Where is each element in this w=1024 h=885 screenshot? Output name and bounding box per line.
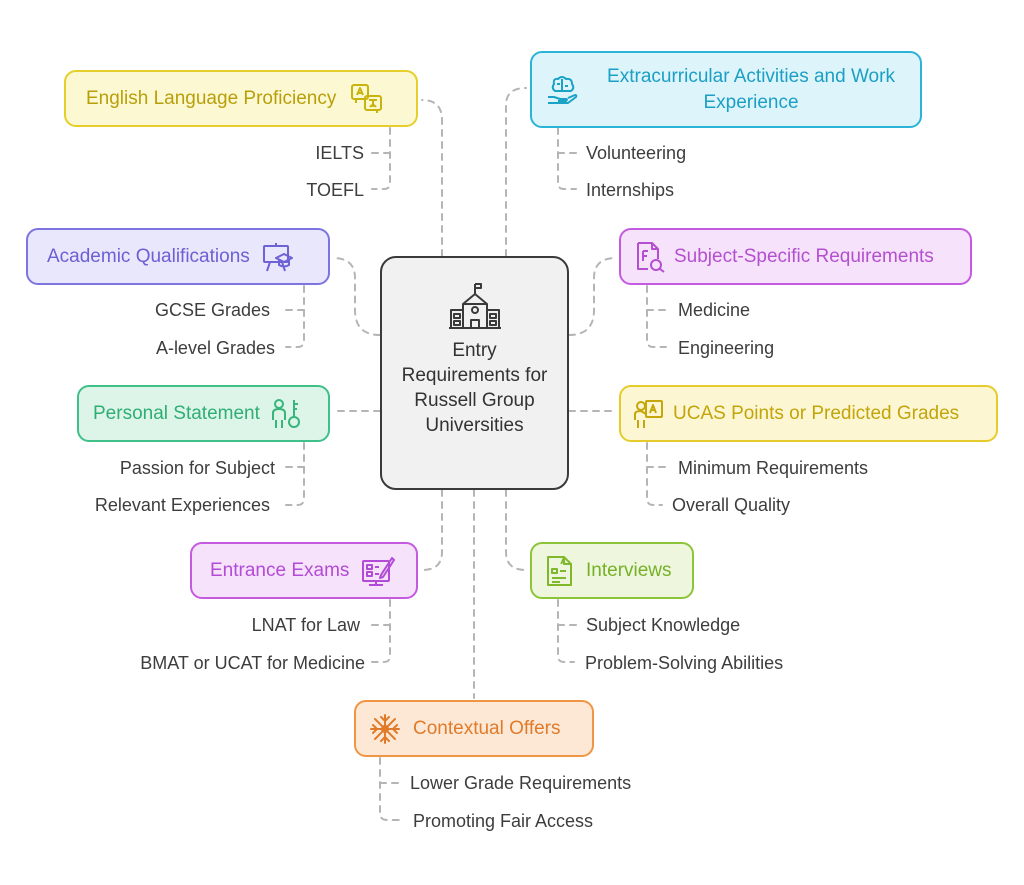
category-ucas-points: UCAS Points or Predicted Grades [619, 385, 998, 442]
list-item: Volunteering [586, 143, 687, 163]
center-node: Entry Requirements for Russell Group Uni… [380, 256, 569, 490]
list-item: Subject Knowledge [586, 615, 741, 635]
student-grade-icon [632, 398, 664, 430]
list-item: Overall Quality [672, 495, 791, 515]
list-item: Lower Grade Requirements [410, 773, 632, 793]
list-item: Passion for Subject [119, 458, 275, 478]
list-item: GCSE Grades [154, 300, 270, 320]
list-item: Promoting Fair Access [413, 811, 594, 831]
category-subject-specific-requirements: Subject-Specific Requirements [619, 228, 972, 285]
category-label: UCAS Points or Predicted Grades [673, 402, 960, 424]
document-search-icon [634, 241, 666, 273]
category-english-language-proficiency: English Language Proficiency [64, 70, 418, 127]
list-item: Engineering [678, 338, 775, 358]
category-contextual-offers: Contextual Offers [354, 700, 594, 757]
list-item: A-level Grades [155, 338, 275, 358]
category-label: Extracurricular Activities and Work Expe… [607, 65, 895, 113]
list-item: BMAT or UCAT for Medicine [140, 653, 365, 673]
category-label: Subject-Specific Requirements [674, 245, 934, 267]
list-item: Minimum Requirements [678, 458, 869, 478]
category-label: Personal Statement [93, 402, 260, 424]
list-item: LNAT for Law [251, 615, 360, 635]
category-label: Interviews [586, 559, 672, 581]
exam-screen-icon [361, 555, 396, 587]
category-entrance-exams: Entrance Exams [190, 542, 418, 599]
category-label: Contextual Offers [413, 717, 561, 739]
interview-document-icon [546, 555, 574, 587]
school-building-icon [448, 282, 502, 332]
list-item: Internships [586, 180, 675, 200]
category-academic-qualifications: Academic Qualifications [26, 228, 330, 285]
list-item: IELTS [315, 143, 364, 163]
category-label: Entrance Exams [210, 559, 350, 581]
list-item: Problem-Solving Abilities [585, 653, 784, 673]
translate-icon [350, 83, 384, 115]
brain-hand-icon [546, 75, 578, 105]
list-item: TOEFL [306, 180, 364, 200]
category-interviews: Interviews [530, 542, 694, 599]
teacher-board-icon [262, 241, 294, 273]
list-item: Medicine [678, 300, 751, 320]
snowflake-asterisk-icon [369, 713, 401, 745]
category-label: English Language Proficiency [86, 87, 337, 109]
category-extracurricular-activities: Extracurricular Activities and Work Expe… [530, 51, 922, 128]
center-title: Entry Requirements for Russell Group Uni… [401, 340, 548, 436]
person-key-icon [270, 398, 302, 430]
category-personal-statement: Personal Statement [77, 385, 330, 442]
list-item: Relevant Experiences [94, 495, 270, 515]
category-label: Academic Qualifications [47, 245, 250, 267]
